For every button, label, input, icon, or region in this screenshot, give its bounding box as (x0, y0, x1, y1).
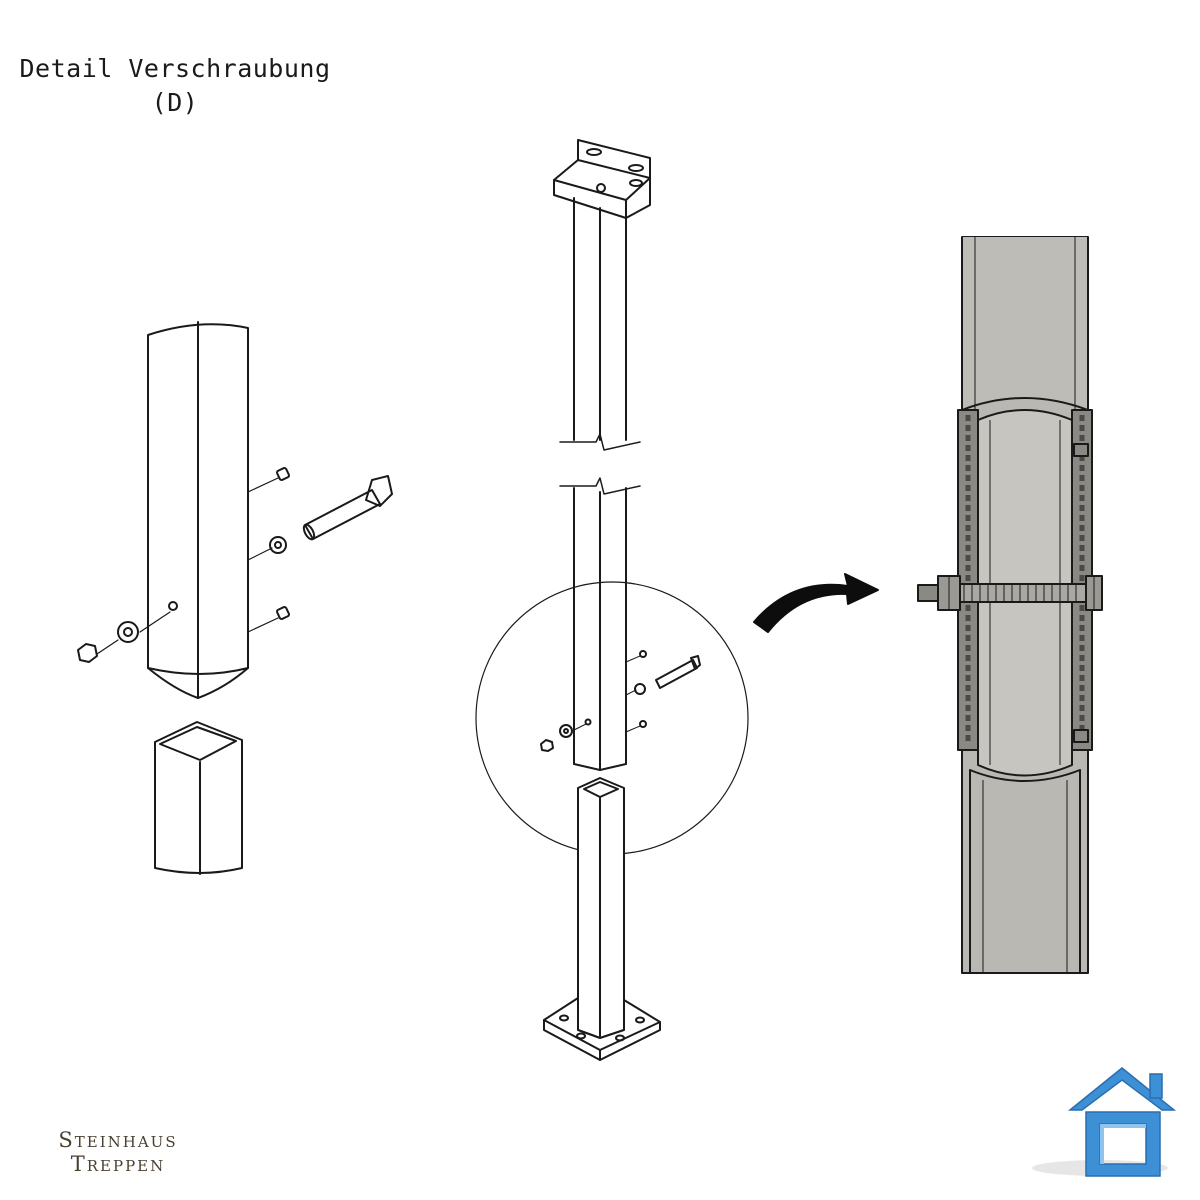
lower-post (577, 777, 625, 1039)
section-view (917, 236, 1103, 974)
brand-line-2: Treppen (70, 1152, 166, 1176)
drawing-title: Detail Verschraubung (D) (0, 52, 350, 120)
left-upper-tube (147, 321, 249, 699)
title-line-2: (D) (151, 88, 199, 117)
left-bolt-assembly (77, 467, 393, 663)
title-line-1: Detail Verschraubung (19, 54, 331, 83)
middle-bolt-assembly (540, 650, 701, 752)
upper-post (559, 197, 641, 451)
house-icon (1032, 1067, 1177, 1177)
brand-wordmark: Steinhaus Treppen (38, 1128, 198, 1176)
brand-line-1: Steinhaus (58, 1128, 178, 1152)
base-plate (543, 997, 661, 1061)
left-lower-tube (154, 721, 243, 875)
middle-post (559, 477, 641, 771)
curved-arrow-icon (753, 573, 879, 633)
top-bracket (553, 139, 651, 219)
